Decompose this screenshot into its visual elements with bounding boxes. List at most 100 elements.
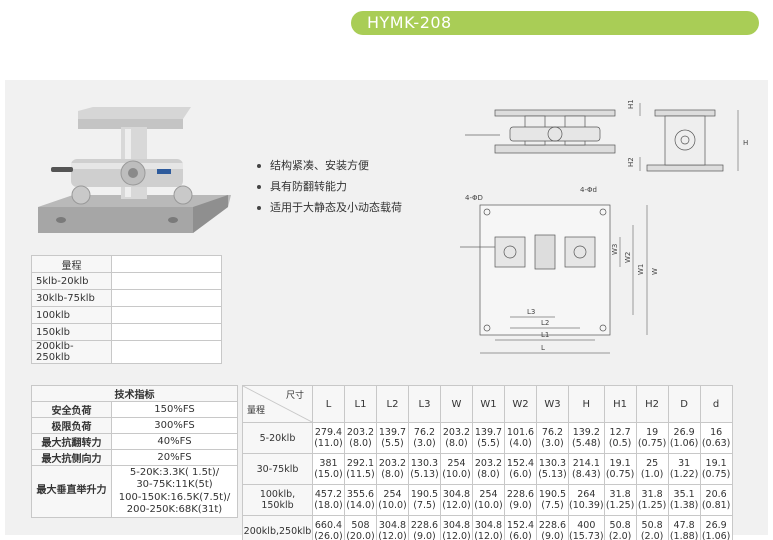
label-w2: W2 (624, 252, 632, 263)
dimension-cell: 152.4(6.0) (504, 453, 537, 485)
row-label: 5-20klb (242, 422, 313, 454)
label-h: H (743, 139, 748, 147)
feature-list: 结构紧凑、安装方便 具有防翻转能力 适用于大静态及小动态载荷 (257, 155, 402, 218)
label-l3: L3 (527, 308, 535, 316)
table-row: 5klb-20klb (31, 272, 222, 290)
top-view (460, 204, 648, 354)
dimension-cell: 203.2(8.0) (344, 422, 377, 454)
dimension-cell: 254(10.0) (472, 484, 505, 516)
dimension-cell: 101.6(4.0) (504, 422, 537, 454)
label-w: W (651, 268, 659, 275)
table-row: 最大垂直举升力 5-20K:3.3K( 1.5t)/ 30-75K:11K(5t… (31, 465, 238, 518)
bullet-icon (257, 206, 261, 210)
dimension-cell: 139.2(5.48) (568, 422, 605, 454)
table-row: 尺寸 量程 L L1 L2 L3 W W1 W2 W3 H H1 H2 D d (242, 385, 733, 423)
dimension-cell: 190.5(7.5) (536, 484, 569, 516)
label-hole-d: 4-ΦD (465, 194, 483, 202)
dimension-cell: 457.2(18.0) (312, 484, 345, 516)
dimension-cell: 152.4(6.0) (504, 515, 537, 540)
dimension-cell: 264(10.39) (568, 484, 605, 516)
dimension-cell: 203.2(8.0) (376, 453, 409, 485)
dimension-cell: 254(10.0) (440, 453, 473, 485)
label-l1: L1 (541, 331, 549, 339)
table-row: 量程 (31, 255, 222, 273)
dimension-cell: 304.8(12.0) (440, 515, 473, 540)
dimension-cell: 139.7(5.5) (376, 422, 409, 454)
label-hole-small: 4-Φd (580, 186, 597, 194)
label-h2: H2 (627, 157, 635, 167)
dimension-cell: 355.6(14.0) (344, 484, 377, 516)
bullet-icon (257, 185, 261, 189)
dimension-cell: 26.9(1.06) (667, 422, 701, 454)
label-l2: L2 (541, 319, 549, 327)
dimension-cell: 214.1(8.43) (568, 453, 605, 485)
table-row: 200klb-250klb (31, 340, 222, 364)
label-h1: H1 (627, 99, 635, 109)
dimension-cell: 19.1(0.75) (603, 453, 637, 485)
dimension-cell: 304.8(12.0) (440, 484, 473, 516)
corner-cell: 尺寸 量程 (242, 385, 313, 423)
dimension-cell: 31.8(1.25) (603, 484, 637, 516)
side-view (639, 103, 739, 172)
dimension-cell: 660.4(26.0) (312, 515, 345, 540)
dimension-cell: 19(0.75) (635, 422, 669, 454)
dimension-cell: 228.6(9.0) (408, 515, 441, 540)
tech-header: 技术指标 (31, 385, 238, 402)
dimension-cell: 279.4(11.0) (312, 422, 345, 454)
dimension-cell: 130.3(5.13) (408, 453, 441, 485)
technical-drawing: H1 H H2 4-ΦD 4-Φd W W1 W2 W3 L L1 L2 L3 (460, 99, 748, 354)
range-header: 量程 (31, 255, 112, 273)
dimension-cell: 292.1(11.5) (344, 453, 377, 485)
feature-item: 适用于大静态及小动态载荷 (257, 197, 402, 218)
feature-item: 结构紧凑、安装方便 (257, 155, 402, 176)
product-title-bar: HYMK-208 (351, 11, 759, 35)
dimension-cell: 228.6(9.0) (536, 515, 569, 540)
dimension-cell: 26.9(1.06) (699, 515, 733, 540)
dimension-cell: 130.3(5.13) (536, 453, 569, 485)
dimension-table: 尺寸 量程 L L1 L2 L3 W W1 W2 W3 H H1 H2 D d … (242, 385, 733, 540)
label-w3: W3 (611, 244, 619, 255)
dimension-cell: 139.7(5.5) (472, 422, 505, 454)
dimension-cell: 203.2(8.0) (440, 422, 473, 454)
dimension-cell: 203.2(8.0) (472, 453, 505, 485)
dimension-cell: 35.1(1.38) (667, 484, 701, 516)
row-label: 100klb, 150klb (242, 484, 313, 516)
range-table: 量程 5klb-20klb 30klb-75klb 100klb 150klb … (31, 255, 222, 364)
table-row: 技术指标 (31, 385, 238, 402)
dimension-cell: 304.8(12.0) (376, 515, 409, 540)
dimension-cell: 76.2(3.0) (536, 422, 569, 454)
feature-item: 具有防翻转能力 (257, 176, 402, 197)
dimension-cell: 381(15.0) (312, 453, 345, 485)
dimension-cell: 76.2(3.0) (408, 422, 441, 454)
dimension-cell: 16(0.63) (699, 422, 733, 454)
table-row: 30klb-75klb (31, 289, 222, 307)
dimension-cell: 228.6(9.0) (504, 484, 537, 516)
label-w1: W1 (637, 264, 645, 275)
bullet-icon (257, 164, 261, 168)
table-row: 100klb (31, 306, 222, 324)
product-title: HYMK-208 (367, 13, 452, 32)
table-row: 150klb (31, 323, 222, 341)
row-label: 30-75klb (242, 453, 313, 485)
dimension-cell: 47.8(1.88) (667, 515, 701, 540)
product-photo (38, 107, 231, 233)
dimension-cell: 50.8(2.0) (635, 515, 669, 540)
label-l: L (541, 344, 545, 352)
dimension-cell: 508(20.0) (344, 515, 377, 540)
dimension-cell: 190.5(7.5) (408, 484, 441, 516)
dimension-cell: 304.8(12.0) (472, 515, 505, 540)
dimension-cell: 31(1.22) (667, 453, 701, 485)
dimension-cell: 12.7(0.5) (603, 422, 637, 454)
dimension-cell: 254(10.0) (376, 484, 409, 516)
dimension-cell: 50.8(2.0) (603, 515, 637, 540)
dimension-cell: 400(15.73) (568, 515, 605, 540)
dimension-cell: 19.1(0.75) (699, 453, 733, 485)
